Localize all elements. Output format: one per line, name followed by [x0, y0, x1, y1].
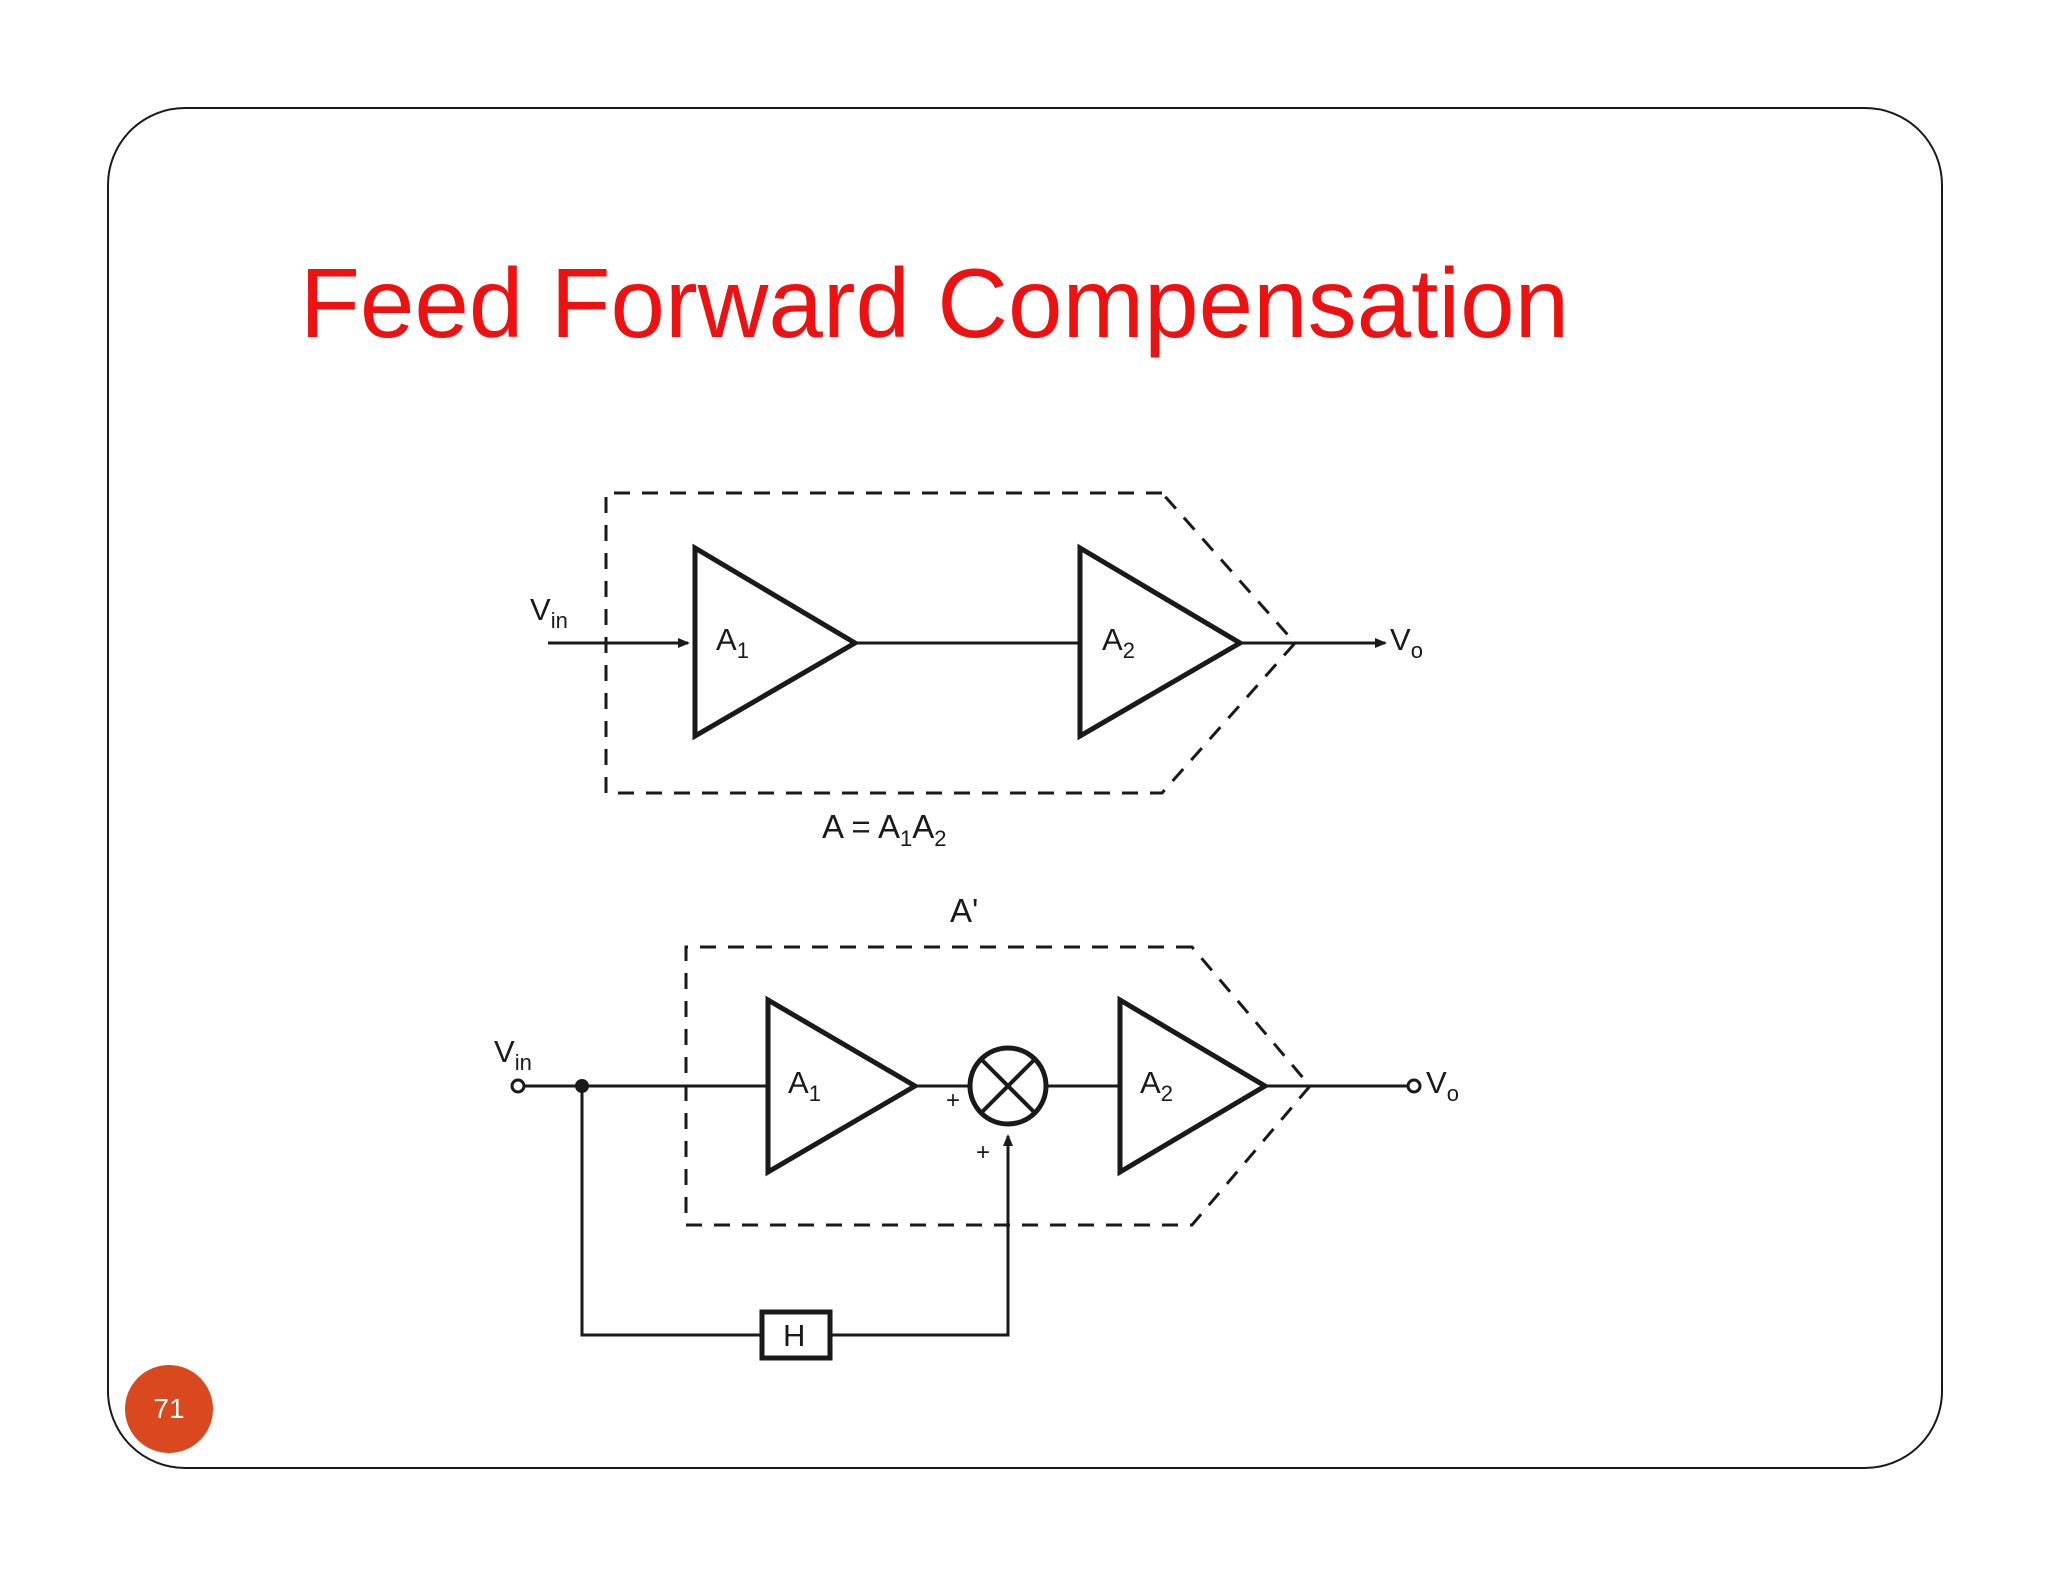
page-number-badge: 71	[125, 1365, 213, 1453]
feedforward-block-h	[759, 1309, 833, 1361]
bottom-block-label: A'	[950, 892, 978, 929]
bottom-amp2-triangle	[1117, 995, 1270, 1177]
bottom-dashed-block	[684, 945, 1312, 1227]
bottom-amp1-triangle	[765, 995, 920, 1177]
bottom-input-label: Vin	[494, 1034, 532, 1075]
top-input-label: Vin	[530, 592, 568, 633]
summer-plus-bottom: +	[976, 1139, 990, 1166]
slide-title: Feed Forward Compensation	[300, 248, 1570, 358]
summing-junction	[967, 1045, 1049, 1127]
top-amp2-triangle	[1077, 543, 1245, 741]
feedforward-path-right	[830, 1134, 1013, 1337]
bottom-amp1-label: A1	[788, 1065, 821, 1106]
bottom-amp2-label: A2	[1140, 1065, 1173, 1106]
top-dashed-block	[604, 491, 1298, 795]
feedforward-label: H	[783, 1318, 805, 1353]
top-amp1-triangle	[692, 543, 860, 741]
top-output-label: Vo	[1390, 622, 1423, 663]
top-amp1-label: A1	[716, 622, 749, 663]
top-amp2-label: A2	[1102, 622, 1135, 663]
top-gain-equation: A = A1A2	[822, 808, 947, 851]
bottom-output-label: Vo	[1426, 1065, 1459, 1106]
bottom-output-terminal	[1406, 1078, 1422, 1094]
slide-frame	[107, 107, 1943, 1469]
bottom-diagram: A' Vin A1	[494, 892, 1459, 1361]
top-diagram: Vin A1 A2 Vo A = A1A2	[530, 491, 1423, 851]
summer-plus-left: +	[946, 1087, 960, 1114]
feedforward-path-left	[580, 1086, 762, 1337]
bottom-input-terminal	[510, 1078, 526, 1094]
